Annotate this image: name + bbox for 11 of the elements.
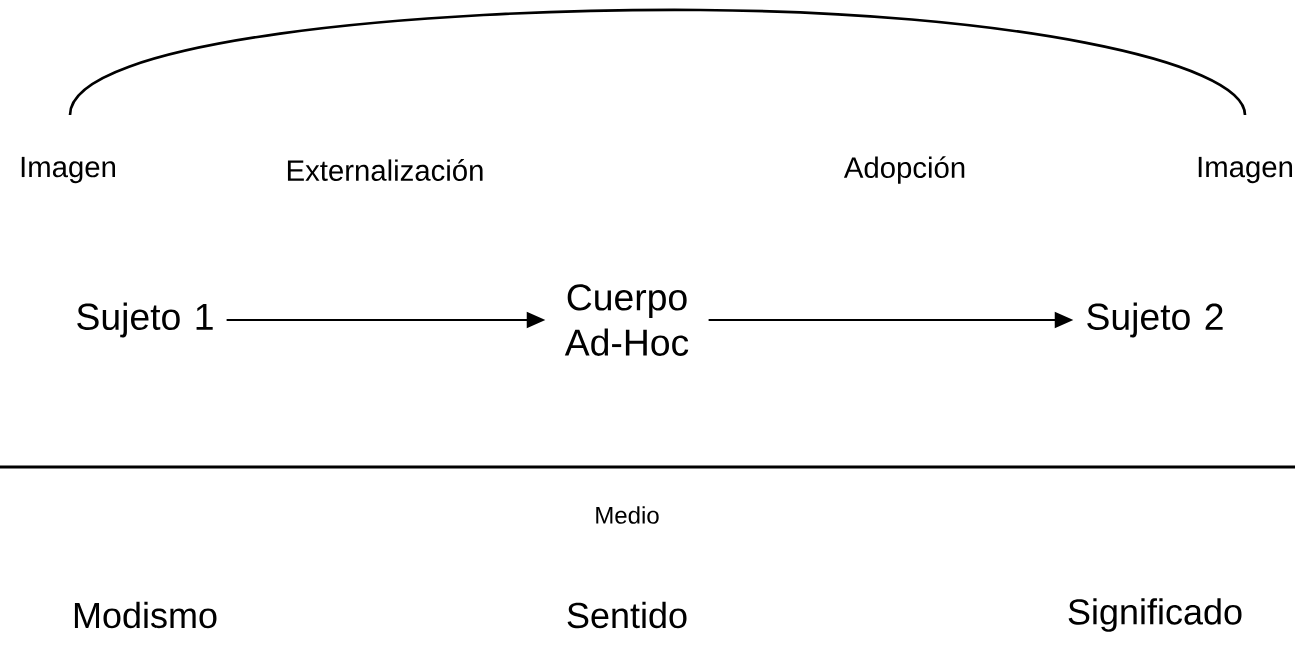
label-text: Externalización <box>287 159 483 181</box>
label-text: Sentido <box>567 601 687 629</box>
node-text: Sujeto 1 <box>77 302 213 338</box>
label-text: Significado <box>1068 598 1242 632</box>
label-text: Adopción <box>843 156 965 184</box>
node-text: Cuerpo Ad-Hoc <box>564 284 689 356</box>
label-text: Imagen <box>21 156 115 184</box>
node-text: Sujeto 2 <box>1087 302 1223 338</box>
label-text: Medio <box>596 506 659 524</box>
label-text: Imagen <box>1198 156 1292 184</box>
label-text: Modismo <box>74 601 217 629</box>
